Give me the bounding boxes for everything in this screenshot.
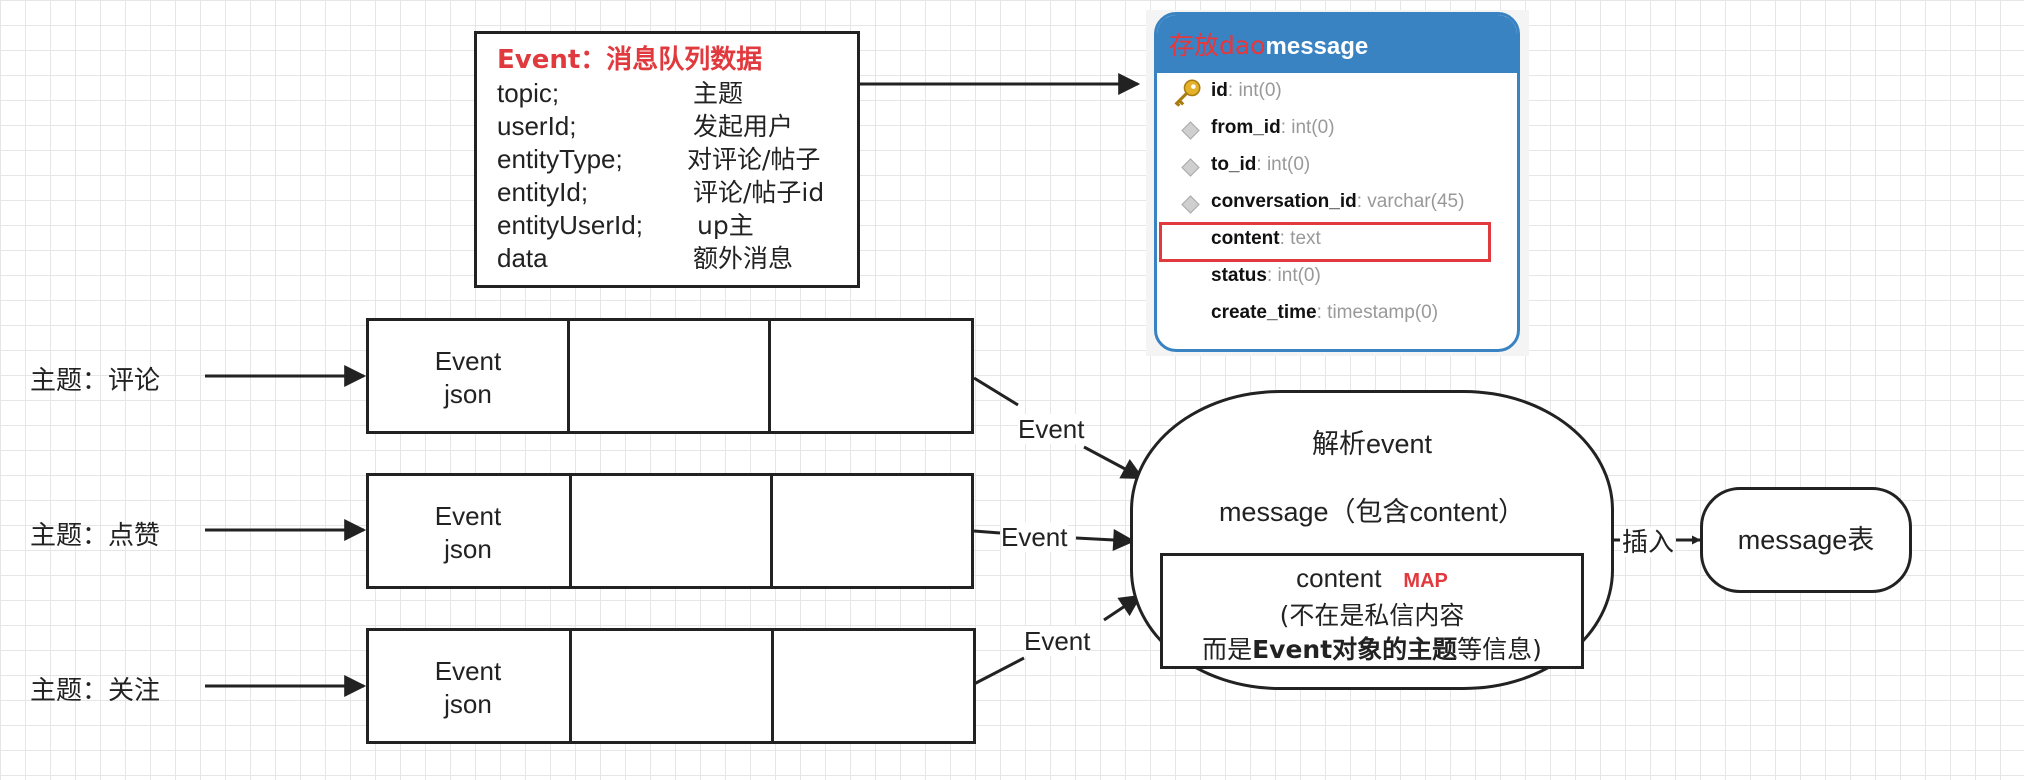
content-label: content — [1296, 563, 1382, 593]
content-note-bold: Event对象的主题 — [1252, 635, 1458, 664]
queue-cell — [771, 321, 971, 431]
event-field-desc: 主题 — [693, 79, 744, 108]
queue3-to-parser-arrow-a — [973, 656, 1025, 686]
topic-label-comment: 主题：评论 — [30, 366, 161, 396]
queue2-to-parser-arrow-a — [973, 529, 1001, 535]
queue-cell — [570, 321, 771, 431]
topic-label-follow: 主题：关注 — [30, 676, 161, 706]
content-label-line: content MAP — [1160, 563, 1584, 594]
event-field-row: topic; 主题 — [497, 77, 857, 110]
queue-cell — [773, 476, 971, 586]
key-icon — [1174, 79, 1201, 107]
event-field-desc: 额外消息 — [693, 244, 794, 273]
message-table-card: 存放daomessage id: int(0) from_id: int(0) … — [1146, 10, 1529, 356]
parser-message-text: message（包含content） — [1218, 497, 1526, 527]
column-type: : timestamp(0) — [1316, 302, 1439, 323]
table-name: message — [1265, 33, 1369, 60]
queue-cell — [572, 631, 774, 741]
event-field-row: entityUserId; up主 — [497, 209, 857, 242]
dao-store-label: 存放dao — [1169, 31, 1266, 60]
column-name: id — [1211, 80, 1228, 101]
event-field-row: data 额外消息 — [497, 242, 857, 275]
queue-cell — [572, 476, 773, 586]
column-name: to_id — [1211, 154, 1257, 175]
event-definition-title: Event：消息队列数据 — [497, 45, 763, 75]
event-field-name: entityType; — [497, 144, 623, 174]
event-field-row: entityType; 对评论/帖子 — [497, 143, 857, 176]
event-field-desc: 对评论/帖子 — [687, 145, 821, 174]
event-field-name: entityUserId; — [497, 210, 643, 240]
parser-title: 解析event — [1311, 429, 1433, 459]
queue-cell-line1: Event — [434, 656, 502, 686]
queue-cell-line2: json — [444, 379, 492, 409]
diamond-icon — [1181, 121, 1200, 140]
map-tag: MAP — [1403, 570, 1448, 592]
column-name: conversation_id — [1211, 191, 1357, 212]
content-column-highlight — [1159, 222, 1491, 262]
column-type: : varchar(45) — [1356, 191, 1465, 212]
event-field-row: entityId; 评论/帖子id — [497, 176, 857, 209]
content-note-post: 等信息) — [1457, 635, 1542, 664]
topic-label-like: 主题：点赞 — [30, 521, 161, 551]
event-field-desc: 发起用户 — [693, 112, 794, 141]
content-note-pre: 而是 — [1202, 635, 1253, 664]
queue2-to-parser-arrow-b — [1075, 528, 1136, 551]
queue-cell — [774, 631, 973, 741]
message-table-header: 存放daomessage — [1157, 15, 1517, 73]
column-type: : int(0) — [1266, 265, 1321, 286]
column-type: : int(0) — [1256, 154, 1311, 175]
queue1-to-parser-arrow-a — [973, 376, 1019, 407]
diamond-icon — [1181, 158, 1200, 177]
content-note-line1: (不在是私信内容 — [1279, 601, 1465, 630]
event-field-desc: up主 — [697, 211, 754, 240]
diamond-icon — [1181, 195, 1200, 214]
event-field-row: userId; 发起用户 — [497, 110, 857, 143]
column-name: from_id — [1211, 117, 1281, 138]
content-map-box — [1160, 553, 1584, 669]
edge-label-insert: 插入 — [1622, 527, 1675, 557]
queue-cell-line1: Event — [434, 501, 502, 531]
queue1-to-parser-arrow-b — [1083, 445, 1144, 480]
event-field-desc: 评论/帖子id — [693, 178, 825, 207]
column-name: content — [1211, 228, 1280, 249]
event-field-name: data — [497, 243, 548, 273]
edge-label-event: Event — [1024, 626, 1091, 656]
edge-label-event: Event — [1001, 522, 1068, 552]
column-name: create_time — [1211, 302, 1317, 323]
queue-cell-line2: json — [444, 534, 492, 564]
edge-label-event: Event — [1018, 414, 1085, 444]
column-type: : text — [1279, 228, 1321, 249]
message-table-frame: 存放daomessage id: int(0) from_id: int(0) … — [1154, 12, 1520, 352]
column-type: : int(0) — [1227, 80, 1282, 101]
event-field-name: topic; — [497, 78, 560, 108]
event-field-name: entityId; — [497, 177, 589, 207]
content-note-line2: 而是Event对象的主题等信息) — [1160, 630, 1584, 666]
queue-cell-line2: json — [444, 689, 492, 719]
queue-cell-line1: Event — [434, 346, 502, 376]
event-field-name: userId; — [497, 111, 577, 141]
column-name: status — [1211, 265, 1267, 286]
message-table-node: message表 — [1700, 487, 1912, 593]
column-type: : int(0) — [1280, 117, 1335, 138]
event-definition-box: Event：消息队列数据 topic; 主题 userId; 发起用户 enti… — [474, 31, 860, 288]
